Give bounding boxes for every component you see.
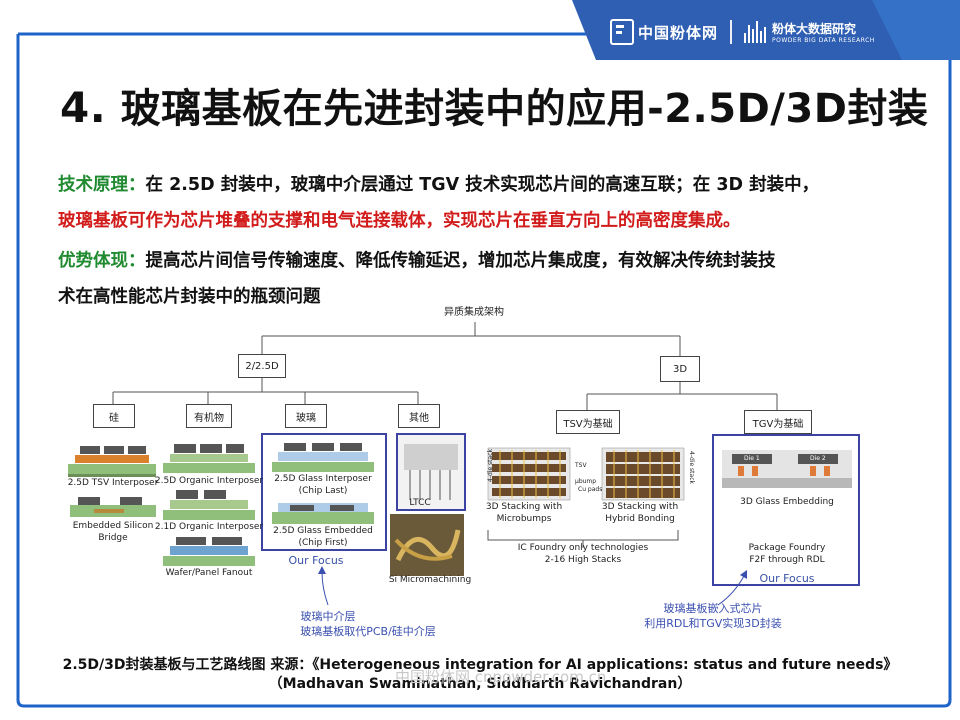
caption-package-foundry-1: Package Foundry [748,543,826,553]
branch-3d-node: 3D [660,356,700,382]
caption-fanout: Wafer/Panel Fanout [165,568,253,578]
research-label: 粉体大数据研究 POWDER BIG DATA RESEARCH [772,20,875,44]
label-cu-pads: Cu pads [578,486,603,493]
stack-microbumps-drawing [487,447,571,501]
caption-stack-micro-1: 3D Stacking with [485,502,563,512]
embedded-bridge-drawing [70,497,156,517]
caption-glass-interposer-1: 2.5D Glass Interposer [274,474,372,484]
label-ubump: μbump [575,478,597,485]
organic-interposer-drawing [163,444,255,473]
root-node: 异质集成架构 [432,300,516,320]
source-line-1: 2.5D/3D封装基板与工艺路线图 来源：《Heterogeneous inte… [62,657,898,673]
caption-glass-embedded-1: 2.5D Glass Embedded [273,526,373,536]
our-focus-right: Our Focus [759,572,815,585]
label-die2: Die 2 [810,455,826,462]
tsv-interposer-drawing [68,446,156,477]
caption-glass-interposer-2: (Chip Last) [298,486,348,496]
si-micromachining-image [390,514,464,576]
caption-organic-25d: 2.5D Organic Interposer [154,476,264,486]
caption-bridge-2: Bridge [98,533,128,543]
caption-stack-micro-2: Microbumps [496,514,552,524]
label-die1: Die 1 [744,455,760,462]
caption-glass-embedding: 3D Glass Embedding [740,497,834,507]
caption-package-foundry-2: F2F through RDL [749,555,825,565]
sub-node-silicon: 硅 [93,404,135,428]
focus-frame-left [261,433,387,551]
label-4die-right: 4-die stack [688,451,695,484]
principle-label: 技术原理： [58,175,146,195]
header-logo: 中国粉体网 粉体大数据研究 POWDER BIG DATA RESEARCH [610,14,875,50]
caption-ic-foundry-1: IC Foundry only technologies [517,543,649,553]
principle-text-1: 在 2.5D 封装中，玻璃中介层通过 TGV 技术实现芯片间的高速互联；在 3D… [145,175,820,195]
caption-tsv-interposer: 2.5D TSV Interposer [67,478,159,488]
label-4die-left: 4-die stack [487,449,494,482]
ltcc-image [396,433,466,511]
our-focus-left: Our Focus [288,554,344,567]
tree-connectors [112,322,778,548]
advantage-line-2: 术在高性能芯片封装中的瓶颈问题 [58,287,321,307]
principle-line-2: 玻璃基板可作为芯片堆叠的支撑和电气连接载体，实现芯片在垂直方向上的高密度集成。 [58,211,741,231]
caption-glass-embedded-2: (Chip First) [298,538,348,548]
advantage-text-1: 提高芯片间信号传输速度、降低传输延迟，增加芯片集成度，有效解决传统封装技 [145,251,776,271]
principle-line-1: 技术原理：在 2.5D 封装中，玻璃中介层通过 TGV 技术实现芯片间的高速互联… [58,171,819,196]
research-label-en: POWDER BIG DATA RESEARCH [772,37,875,44]
caption-bridge-1: Embedded Silicon [72,521,154,531]
sub-node-other: 其他 [398,404,440,428]
sub-node-glass: 玻璃 [285,404,327,428]
research-label-cn: 粉体大数据研究 [772,22,857,36]
glass-embedding-drawing [722,450,852,488]
caption-organic-21d: 2.1D Organic Interposer [154,522,264,532]
header-separator [730,20,733,44]
page-title: 4. 玻璃基板在先进封装中的应用-2.5D/3D封装 [60,76,928,134]
annotation-left-2: 玻璃基板取代PCB/硅中介层 [300,625,436,638]
sub-node-tgv: TGV为基础 [744,410,812,434]
annotation-right-1: 玻璃基板嵌入式芯片 [663,602,763,615]
annotation-right-2: 利用RDL和TGV实现3D封装 [644,617,782,630]
caption-ltcc: LTCC [409,498,431,508]
caption-stack-hybrid-1: 3D Stacking with [601,502,679,512]
brand-logo-icon [610,19,634,45]
annotation-left-1: 玻璃中介层 [300,610,356,623]
sub-node-tsv: TSV为基础 [556,410,620,434]
advantage-label: 优势体现： [58,251,146,271]
sub-node-organic: 有机物 [186,404,232,428]
source-line-2: （Madhavan Swaminathan, Siddharth Ravicha… [268,676,692,692]
title-text: 玻璃基板在先进封装中的应用-2.5D/3D封装 [120,86,929,132]
caption-ic-foundry-2: 2-16 High Stacks [544,555,622,565]
caption-stack-hybrid-2: Hybrid Bonding [605,514,675,524]
focus-frame-right [712,434,860,586]
watermark: 中国粉体网 cnpowder.com.cn [395,668,607,686]
label-tsv: TSV [575,462,587,469]
organic-21d-drawing [163,490,255,520]
title-number: 4. [60,83,107,132]
stack-hybrid-drawing [601,447,685,501]
caption-si-micromachining: Si Micromachining [388,575,472,585]
data-research-icon [744,21,767,43]
advantage-line-1: 优势体现：提高芯片间信号传输速度、降低传输延迟，增加芯片集成度，有效解决传统封装… [58,247,776,272]
branch-25d-node: 2/2.5D [238,354,286,378]
glass-interposer-drawing [272,443,374,472]
brand-name: 中国粉体网 [638,23,719,42]
annotation-arrows [318,566,747,606]
glass-embedded-drawing [272,503,374,524]
fanout-drawing [163,537,255,566]
